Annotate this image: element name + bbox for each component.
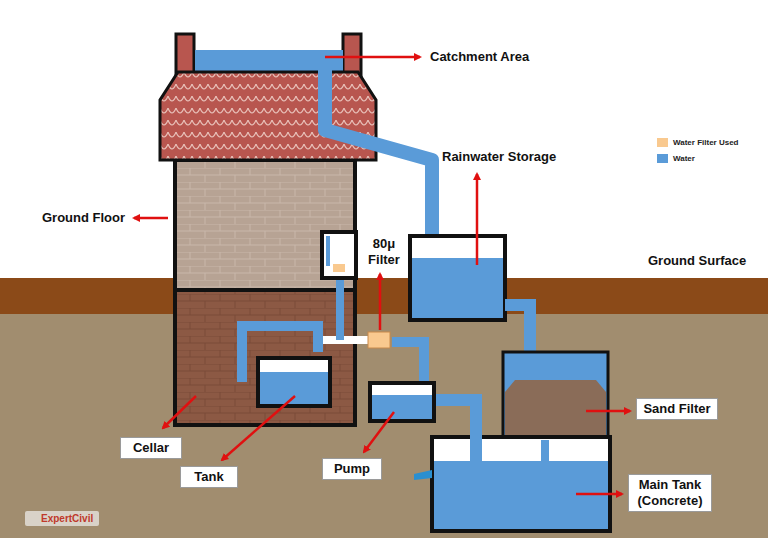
label-box: Sand Filter [636, 398, 718, 420]
part-label: 80μ Filter [364, 236, 404, 268]
box-text: Tank [194, 469, 223, 484]
box-text: Cellar [133, 440, 169, 455]
label-box: Cellar [120, 437, 182, 459]
label-box: Main Tank (Concrete) [628, 474, 712, 512]
legend-text: Water [673, 154, 695, 164]
legend-swatch [657, 138, 668, 147]
part-label: Ground Floor [42, 210, 125, 226]
legend-text: Water Filter Used [673, 138, 739, 148]
legend-swatch [657, 154, 668, 163]
part-label: Ground Surface [648, 253, 746, 269]
box-text: Sand Filter [643, 401, 710, 416]
part-label: Catchment Area [430, 49, 529, 65]
label-box: Pump [322, 458, 382, 480]
box-text: Pump [334, 461, 370, 476]
part-label: Rainwater Storage [442, 149, 556, 165]
label-box: Tank [180, 466, 238, 488]
box-text: Main Tank (Concrete) [637, 477, 702, 508]
watermark: ExpertCivil [25, 511, 99, 526]
